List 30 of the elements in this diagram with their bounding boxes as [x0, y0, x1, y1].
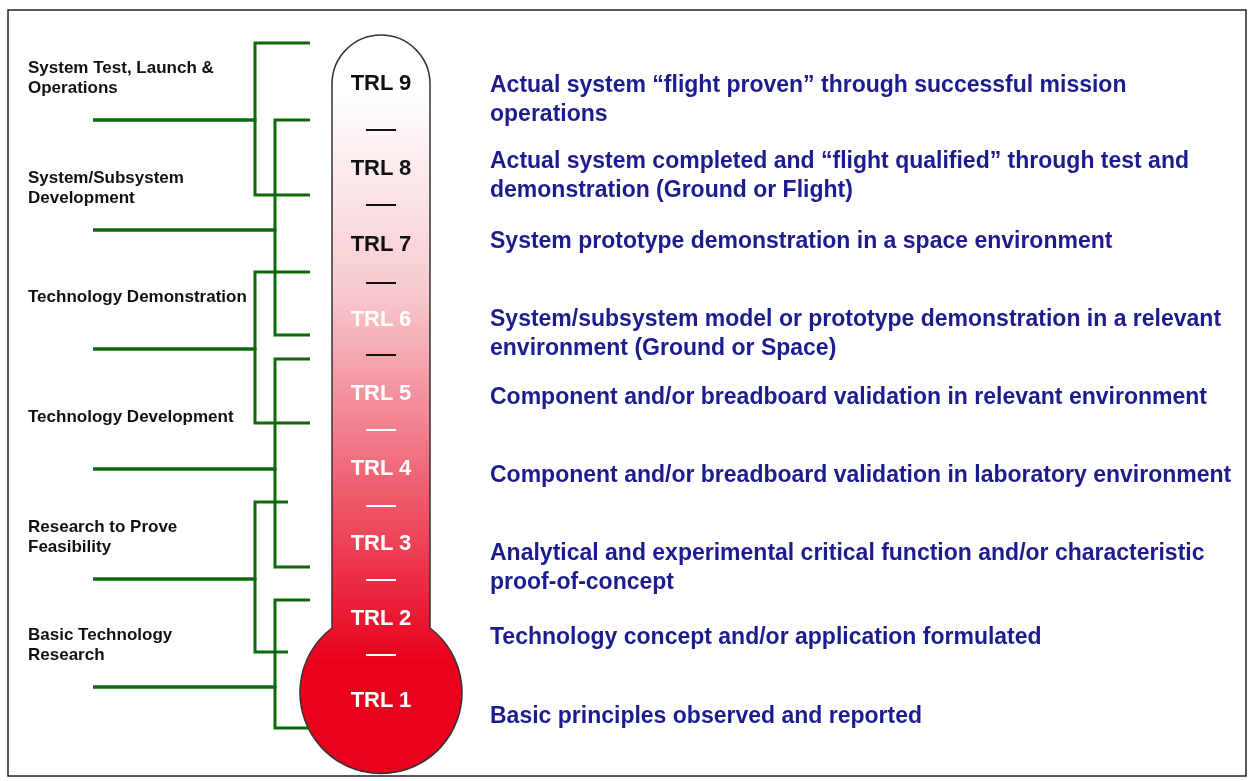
level-label: TRL 3	[350, 530, 412, 556]
bracket-line	[93, 685, 310, 730]
level-description: Analytical and experimental critical function and/or characteristic proof-of-concept	[490, 538, 1206, 596]
level-label: TRL 4	[350, 455, 412, 481]
level-description: Actual system completed and “flight qualified” through test and demonstration (Ground or Flight)	[490, 146, 1190, 204]
phase-label: System/Subsystem Development	[28, 168, 185, 208]
level-description: Component and/or breadboard validation in laboratory environment	[490, 460, 1233, 489]
phase-label: Research to Prove Feasibility	[28, 517, 179, 557]
level-description: Component and/or breadboard validation in relevant environment	[490, 382, 1208, 411]
phase-label: System Test, Launch & Operations	[28, 58, 215, 98]
bracket-line	[93, 347, 310, 425]
level-description: System/subsystem model or prototype demonstration in a relevant environment (Ground or Space)	[490, 304, 1223, 362]
level-description: Basic principles observed and reported	[490, 701, 924, 730]
phase-label: Technology Development	[28, 407, 234, 427]
bracket-line	[93, 467, 310, 569]
level-label: TRL 9	[350, 70, 412, 96]
phase-label: Technology Demonstration	[28, 287, 247, 307]
level-description: Actual system “flight proven” through successful mission operations	[490, 70, 1128, 128]
level-label: TRL 2	[350, 604, 412, 631]
bracket-line	[93, 118, 310, 197]
level-description: System prototype demonstration in a space environment	[490, 226, 1114, 255]
level-description: Technology concept and/or application formulated	[490, 622, 1043, 651]
phase-label: Basic Technology Research	[28, 625, 174, 665]
level-label: TRL 1	[350, 687, 412, 713]
level-label: TRL 5	[350, 379, 412, 406]
level-label: TRL 6	[350, 306, 412, 332]
bracket-line	[93, 577, 288, 654]
level-label: TRL 8	[350, 154, 412, 181]
level-label: TRL 7	[350, 231, 412, 257]
bracket-line	[93, 228, 310, 337]
